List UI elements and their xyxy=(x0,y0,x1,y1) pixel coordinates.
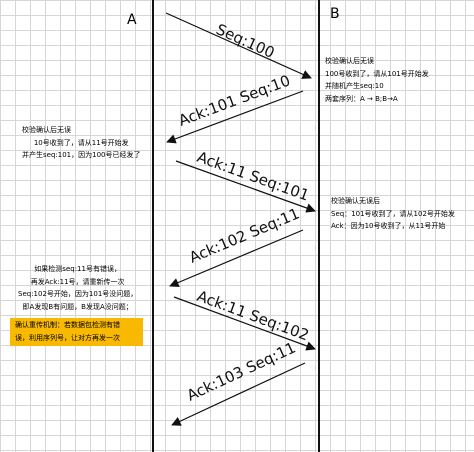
note-a-first: 校验确认后无误 10号收到了，请从11号开始发 并产生seq:101，因为100… xyxy=(22,124,140,162)
note-a-first-line-3: 并产生seq:101，因为100号已经发了 xyxy=(22,151,141,159)
note-b-first-line-4: 两套序列：A → B;B→A xyxy=(325,94,398,103)
arrow-2-label: Ack:101 Seq:10 xyxy=(176,71,293,129)
note-a-second-line-1: 如果检测seq:11号有错误， xyxy=(34,265,121,273)
note-b-second-line-1: 校验确认无误后 xyxy=(331,197,380,205)
note-a-second-line-2: 再发Ack:11号，请重新传一次 xyxy=(30,277,125,286)
arrow-3: Ack:11 Seq:101 xyxy=(175,148,316,213)
host-a-timeline xyxy=(152,0,154,452)
arrow-2: Ack:101 Seq:10 xyxy=(166,71,304,144)
note-a-second-line-4: 即A发现B有问题，B发现A没问题； xyxy=(22,302,133,311)
note-a-second-line-3: Seq:102号开始，因为101号没问题， xyxy=(18,290,138,298)
note-b-first-line-1: 校验确认后无误 xyxy=(325,57,374,65)
arrow-3-label: Ack:11 Seq:101 xyxy=(195,148,312,205)
arrow-6-label: Ack:103 Seq:11 xyxy=(184,339,298,405)
arrow-6: Ack:103 Seq:11 xyxy=(171,339,306,426)
note-b-first-line-2: 100号收到了，请从101号开始发 xyxy=(325,69,429,78)
note-a-first-line-1: 校验确认后无误 xyxy=(22,126,71,134)
note-b-second-line-2: Seq：101号收到了，请从102号开始发 xyxy=(331,209,455,218)
arrow-4: Ack:102 Seq:11 xyxy=(169,204,304,288)
arrow-1: Seq:100 xyxy=(165,12,312,79)
note-b-first-line-3: 并随机产生seq:10 xyxy=(325,82,384,90)
highlight-line-2: 误，利用序列号，让对方再发一次 xyxy=(15,333,120,342)
note-a-second: 如果检测seq:11号有错误， 再发Ack:11号，请重新传一次 Seq:102… xyxy=(18,263,137,313)
note-b-second-line-3: Ack：因为10号收到了，从11号开始 xyxy=(331,222,446,230)
retransmission-highlight-note: 确认重传机制：若数据包检测有错 误，利用序列号，让对方再发一次 xyxy=(10,318,143,346)
arrow-5-label: Ack:11 Seq:102 xyxy=(195,287,312,345)
note-a-first-line-2: 10号收到了，请从11号开始发 xyxy=(33,138,129,147)
host-b-timeline xyxy=(318,0,320,452)
host-b-label: B xyxy=(330,6,340,22)
highlight-line-1: 确认重传机制：若数据包检测有错 xyxy=(15,321,120,329)
host-a-label: A xyxy=(127,12,137,28)
note-b-first: 校验确认后无误 100号收到了，请从101号开始发 并随机产生seq:10 两套… xyxy=(325,55,429,105)
arrow-4-label: Ack:102 Seq:11 xyxy=(187,204,303,266)
arrow-1-label: Seq:100 xyxy=(213,20,277,62)
arrow-5: Ack:11 Seq:102 xyxy=(173,287,316,351)
note-b-second: 校验确认无误后 Seq：101号收到了，请从102号开始发 Ack：因为10号收… xyxy=(331,195,455,233)
